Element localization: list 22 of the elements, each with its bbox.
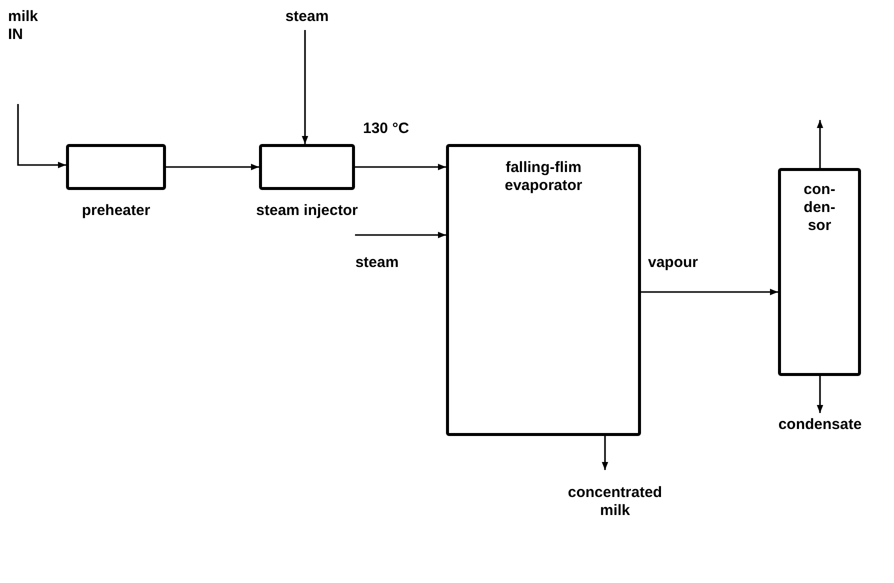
arrow bbox=[602, 436, 608, 470]
equipment-caption: preheater bbox=[80, 202, 152, 220]
box-label: falling-flim evaporator bbox=[504, 159, 584, 195]
arrow bbox=[355, 164, 446, 170]
process-box bbox=[259, 144, 355, 190]
stream-text: condensate bbox=[778, 416, 862, 434]
process-box bbox=[778, 168, 861, 376]
box-label: con- den- sor bbox=[802, 181, 836, 235]
process-box bbox=[446, 144, 641, 436]
arrow bbox=[302, 30, 308, 144]
arrow bbox=[816, 376, 824, 413]
arrow bbox=[355, 232, 446, 238]
stream-text: milk IN bbox=[8, 8, 40, 44]
equipment-caption: steam injector bbox=[255, 202, 359, 220]
stream-text: steam bbox=[355, 254, 399, 272]
process-box bbox=[66, 144, 166, 190]
stream-text: steam bbox=[285, 8, 329, 26]
stream-text: concentrated milk bbox=[566, 484, 664, 520]
arrow bbox=[816, 120, 824, 168]
arrow bbox=[166, 164, 259, 170]
arrow bbox=[641, 288, 778, 296]
arrow bbox=[17, 104, 66, 168]
